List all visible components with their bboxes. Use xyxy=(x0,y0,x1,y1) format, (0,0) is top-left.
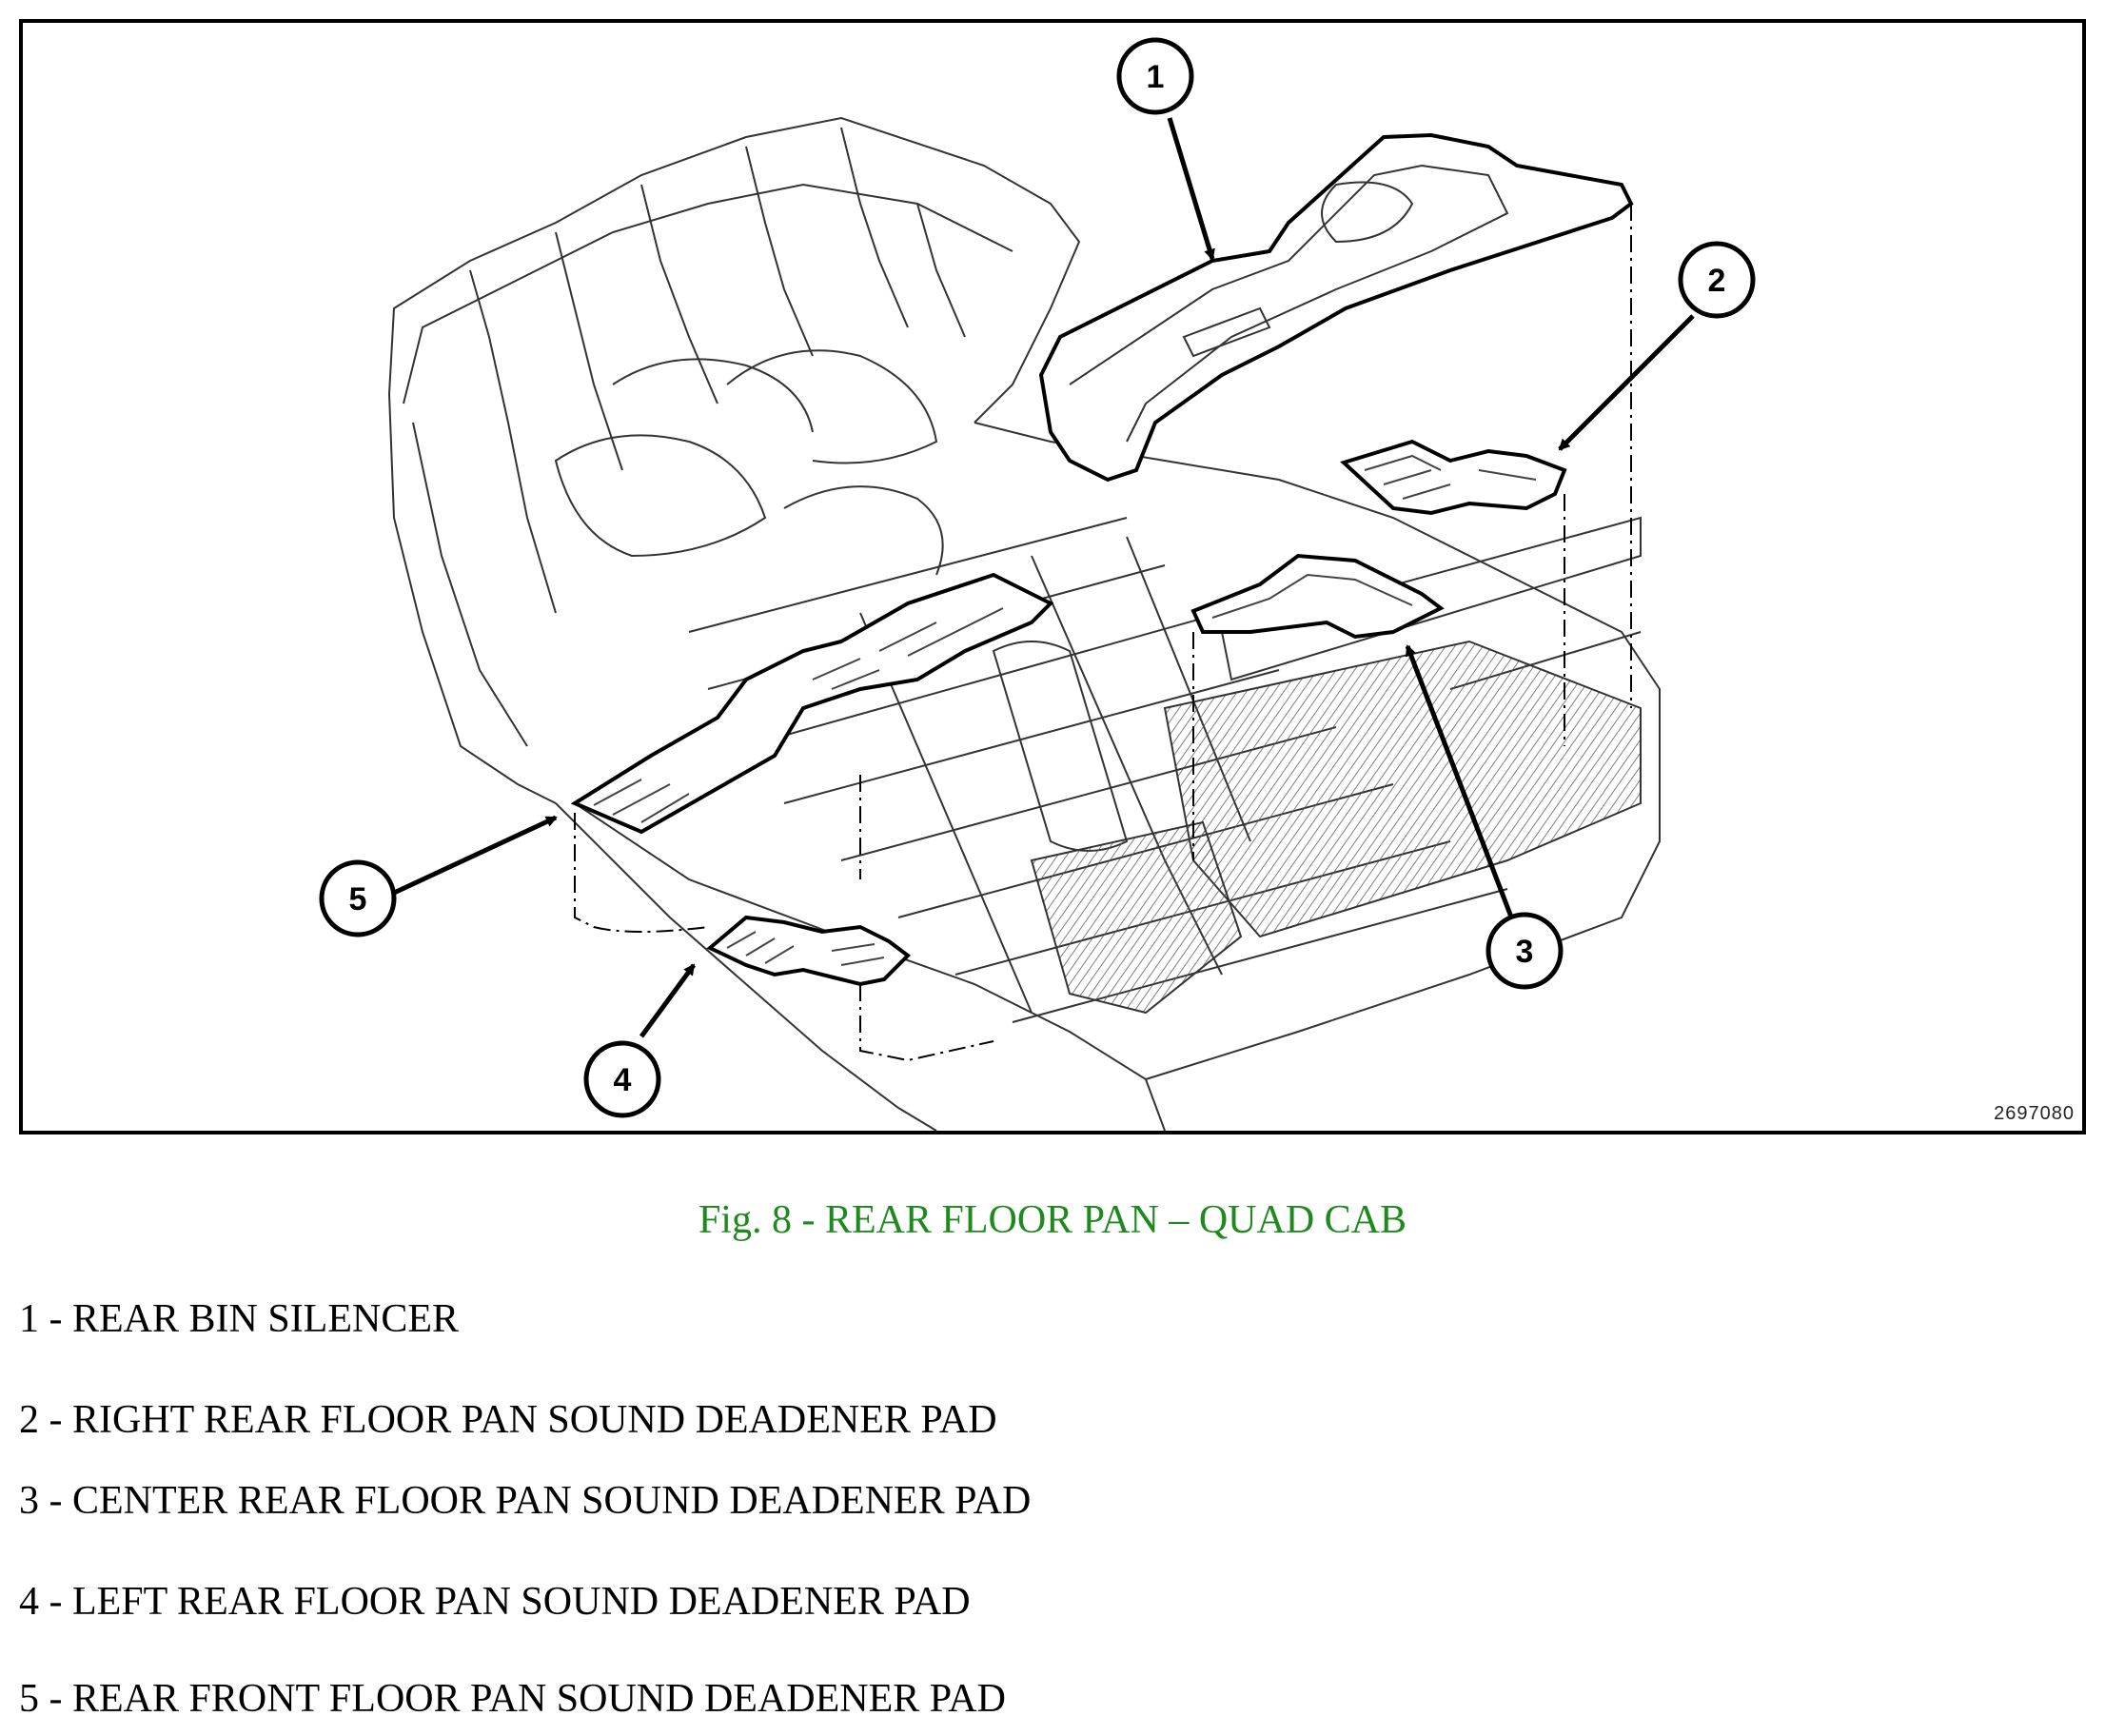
projection-lines xyxy=(574,204,1632,1062)
legend-item-2: 2 - RIGHT REAR FLOOR PAN SOUND DEADENER … xyxy=(19,1398,997,1442)
legend-item-5: 5 - REAR FRONT FLOOR PAN SOUND DEADENER … xyxy=(19,1677,1006,1721)
diagram-frame: 1 2 3 4 5 2697080 xyxy=(19,19,2086,1134)
legend-item-1: 1 - REAR BIN SILENCER xyxy=(19,1297,459,1341)
legend-item-4: 4 - LEFT REAR FLOOR PAN SOUND DEADENER P… xyxy=(19,1580,971,1624)
floor-hatching xyxy=(1030,640,1642,1015)
svg-text:5: 5 xyxy=(349,881,367,917)
left-rear-floor-pad xyxy=(706,915,912,987)
rear-front-floor-pad xyxy=(570,572,1054,835)
floor-pan-illustration: 1 2 3 4 5 xyxy=(319,37,1756,1131)
callout-1: 1 xyxy=(1116,37,1194,115)
callout-2: 2 xyxy=(1678,241,1756,319)
figure-reference-number: 2697080 xyxy=(1994,1103,2075,1124)
figure-caption: Fig. 8 - REAR FLOOR PAN – QUAD CAB xyxy=(698,1198,1407,1242)
svg-text:3: 3 xyxy=(1516,934,1534,970)
svg-text:2: 2 xyxy=(1708,263,1726,299)
center-rear-floor-pad xyxy=(1190,553,1445,640)
callout-5: 5 xyxy=(319,859,397,937)
legend-item-3: 3 - CENTER REAR FLOOR PAN SOUND DEADENER… xyxy=(19,1479,1032,1523)
callout-4: 4 xyxy=(583,1040,661,1118)
svg-text:4: 4 xyxy=(614,1062,632,1098)
leader-arrows xyxy=(390,117,1695,1038)
svg-text:1: 1 xyxy=(1147,59,1165,95)
right-rear-floor-pad xyxy=(1340,439,1567,516)
rear-bin-silencer xyxy=(1038,132,1634,483)
callout-3: 3 xyxy=(1485,912,1564,990)
